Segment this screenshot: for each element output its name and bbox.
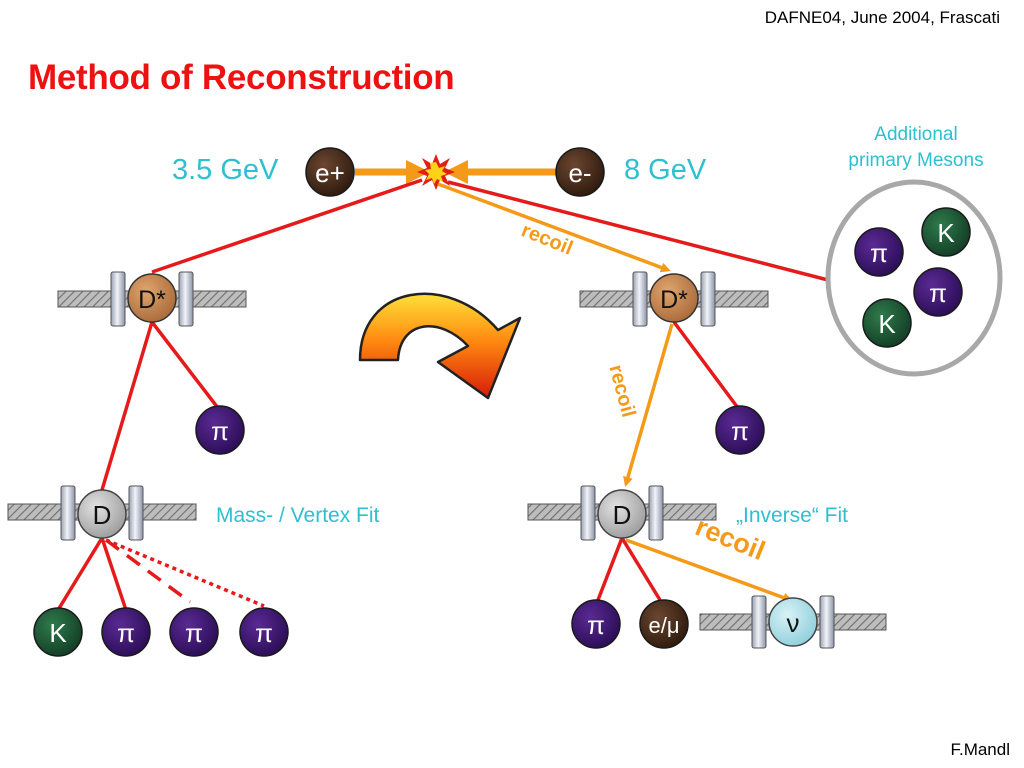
neutrino-label: ν: [787, 608, 800, 638]
right-product-pion-label: π: [587, 610, 605, 640]
electron-label: e-: [568, 158, 591, 188]
inverse-fit-label: „Inverse“ Fit: [736, 504, 849, 527]
additional-mesons-label: Additional primary Mesons: [826, 122, 1006, 174]
left-product-kaon-label: K: [49, 618, 67, 648]
author-credit: F.Mandl: [950, 740, 1010, 759]
right-soft-pion-label: π: [731, 416, 749, 446]
left-product-pion-1-label: π: [117, 618, 135, 648]
positron-label: e+: [315, 158, 345, 188]
left-soft-pion-label: π: [211, 416, 229, 446]
extra-pion-1-label: π: [870, 238, 888, 268]
right-dstar-label: D*: [660, 286, 688, 314]
collision-burst-icon: [417, 154, 455, 190]
neutrino-particle: ν: [768, 597, 818, 647]
beam-line: [355, 154, 556, 190]
left-product-pion-2: π: [169, 607, 219, 657]
right-d-label: D: [613, 500, 632, 530]
right-product-lepton: e/μ: [639, 599, 689, 649]
left-product-pion-3-label: π: [255, 618, 273, 648]
additional-label-line2: primary Mesons: [848, 150, 984, 171]
positron-particle: e+: [305, 147, 355, 197]
recoil-arrows: [437, 182, 793, 603]
decay-lines: [56, 178, 829, 611]
left-beam-energy: 3.5 GeV: [172, 154, 279, 186]
right-dstar-meson: D*: [649, 273, 699, 323]
right-beam-energy: 8 GeV: [624, 154, 707, 186]
extra-pion-1: π: [854, 227, 904, 277]
left-dstar-label: D*: [138, 286, 166, 314]
transform-arrow-icon: [358, 292, 522, 400]
extra-kaon-1: K: [921, 207, 971, 257]
slide-title: Method of Reconstruction: [28, 58, 455, 97]
right-product-lepton-label: e/μ: [648, 613, 679, 638]
left-product-pion-2-label: π: [185, 618, 203, 648]
extra-pion-2-label: π: [929, 278, 947, 308]
additional-mesons-cluster: π K π K: [825, 179, 1003, 377]
left-product-pion-1: π: [101, 607, 151, 657]
electron-particle: e-: [555, 147, 605, 197]
extra-pion-2: π: [913, 267, 963, 317]
recoil-label-2: recoil: [604, 362, 639, 419]
header-note: DAFNE04, June 2004, Frascati: [764, 8, 1000, 27]
left-product-kaon: K: [33, 607, 83, 657]
right-product-pion: π: [571, 599, 621, 649]
additional-label-line1: Additional: [874, 124, 958, 145]
extra-kaon-1-label: K: [937, 218, 955, 248]
left-dstar-meson: D*: [127, 273, 177, 323]
right-d-meson: D: [597, 489, 647, 539]
left-d-label: D: [93, 500, 112, 530]
left-soft-pion: π: [195, 405, 245, 455]
left-product-pion-3: π: [239, 607, 289, 657]
extra-kaon-2-label: K: [878, 309, 896, 339]
right-soft-pion: π: [715, 405, 765, 455]
left-d-meson: D: [77, 489, 127, 539]
extra-kaon-2: K: [862, 298, 912, 348]
mass-vertex-fit-label: Mass- / Vertex Fit: [216, 504, 380, 527]
